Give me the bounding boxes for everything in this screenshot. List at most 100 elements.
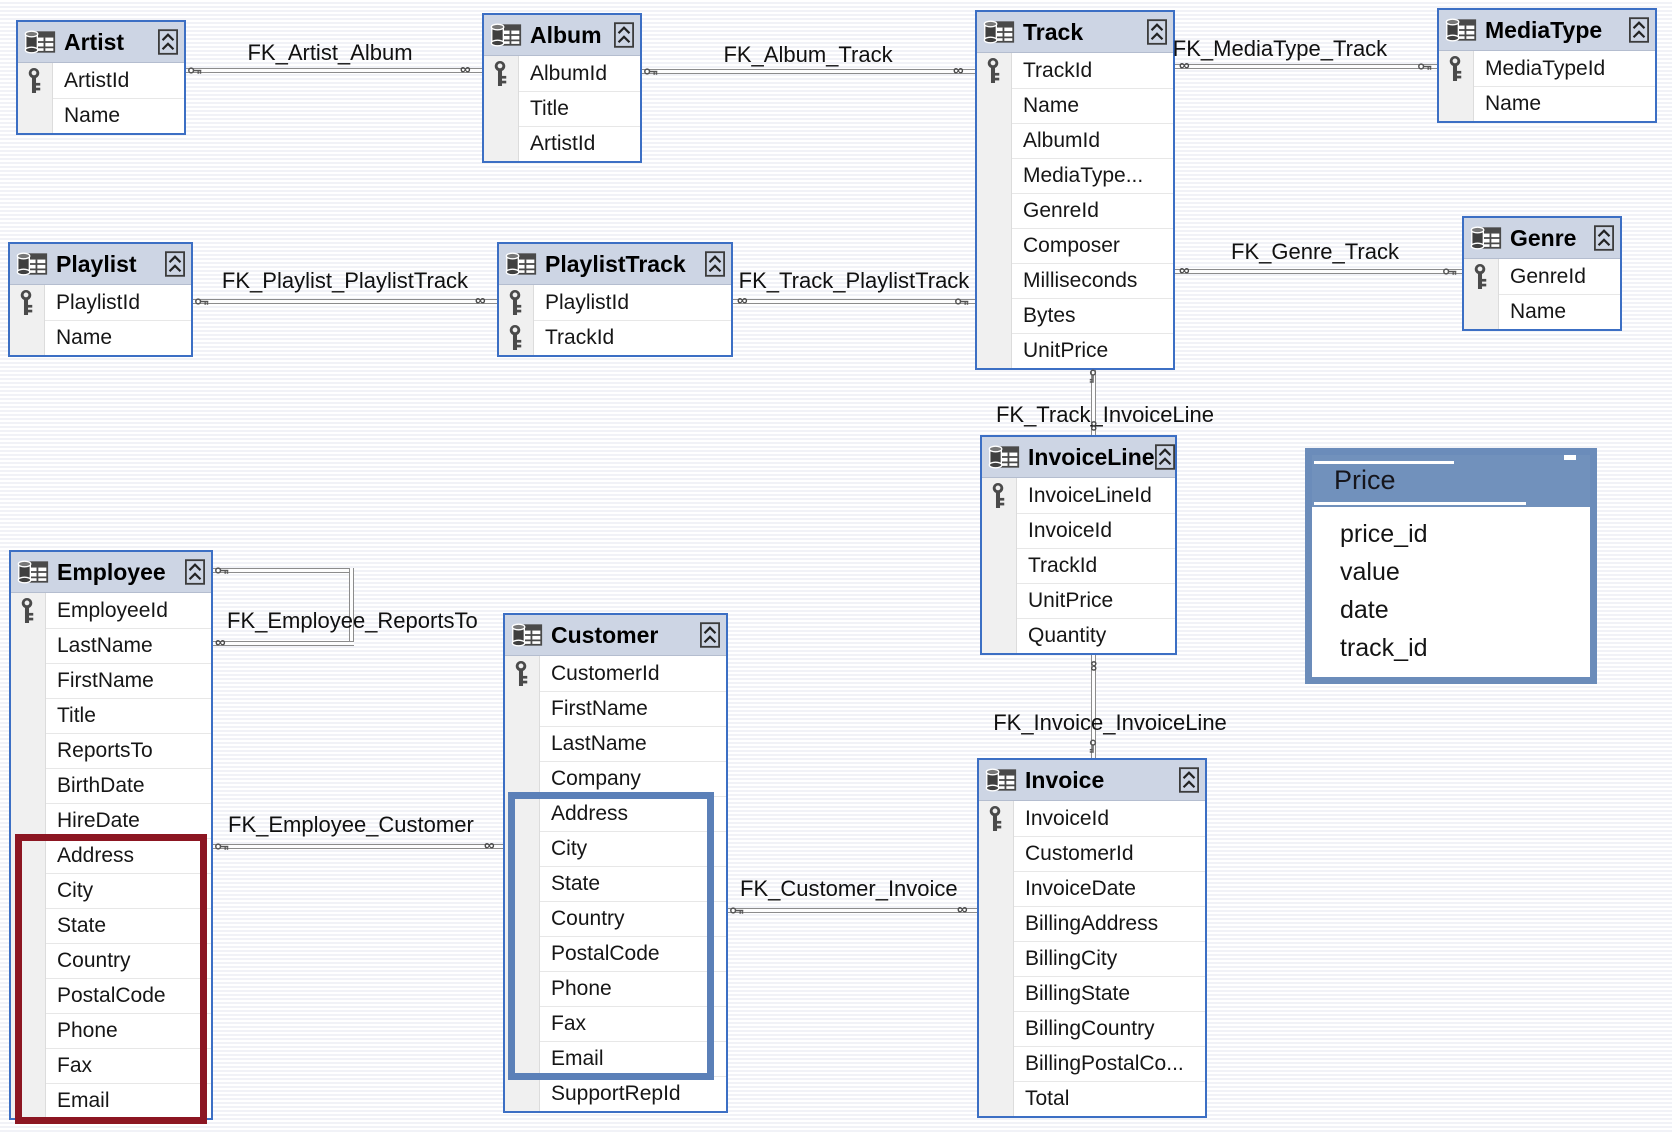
relationship-line[interactable]	[193, 299, 497, 304]
collapse-button[interactable]	[1594, 225, 1614, 251]
field-row-name[interactable]: Name	[1439, 86, 1655, 121]
relationship-line[interactable]	[349, 568, 354, 646]
relationship-line[interactable]	[1175, 64, 1437, 69]
table-header[interactable]: Customer	[505, 615, 726, 656]
relationship-label[interactable]: FK_Genre_Track	[1231, 239, 1399, 264]
field-row-playlistid[interactable]: PlaylistId	[499, 285, 731, 320]
relationship-label[interactable]: FK_Track_InvoiceLine	[995, 402, 1215, 427]
table-header[interactable]: Playlist	[10, 244, 191, 285]
field-row-state[interactable]: State	[11, 908, 211, 943]
field-row-email[interactable]: Email	[505, 1041, 726, 1076]
field-row-phone[interactable]: Phone	[505, 971, 726, 1006]
table-header[interactable]: PlaylistTrack	[499, 244, 731, 285]
field-row-genreid[interactable]: GenreId	[1464, 259, 1620, 294]
relationship-line[interactable]	[733, 299, 975, 304]
field-row-fax[interactable]: Fax	[505, 1006, 726, 1041]
field-row-city[interactable]: City	[505, 831, 726, 866]
field-row-mediatypeid[interactable]: MediaTypeId	[1439, 51, 1655, 86]
table-header[interactable]: Genre	[1464, 218, 1620, 259]
field-row-albumid[interactable]: AlbumId	[484, 56, 640, 91]
field-row-billingstate[interactable]: BillingState	[979, 976, 1205, 1011]
relationship-line[interactable]	[642, 69, 975, 74]
collapse-button[interactable]	[614, 22, 634, 48]
field-row-supportrepid[interactable]: SupportRepId	[505, 1076, 726, 1111]
relationship-line[interactable]	[1175, 269, 1462, 274]
field-row-composer[interactable]: Composer	[977, 228, 1173, 263]
relationship-label[interactable]: FK_Customer_Invoice	[740, 876, 958, 901]
relationship-line[interactable]	[1091, 370, 1096, 435]
collapse-button[interactable]	[185, 559, 205, 585]
relationship-label[interactable]: FK_Artist_Album	[247, 40, 413, 65]
table-header[interactable]: MediaType	[1439, 10, 1655, 51]
field-row-firstname[interactable]: FirstName	[11, 663, 211, 698]
field-row-trackid[interactable]: TrackId	[499, 320, 731, 355]
field-row-title[interactable]: Title	[11, 698, 211, 733]
relationship-label[interactable]: FK_Track_PlaylistTrack	[738, 268, 970, 293]
table-header[interactable]: Employee	[11, 552, 211, 593]
field-row-billingpostalco[interactable]: BillingPostalCo...	[979, 1046, 1205, 1081]
field-row-genreid[interactable]: GenreId	[977, 193, 1173, 228]
relationship-line[interactable]	[213, 568, 354, 573]
collapse-button[interactable]	[1147, 19, 1167, 45]
relationship-line[interactable]	[1091, 655, 1096, 758]
field-row-total[interactable]: Total	[979, 1081, 1205, 1116]
field-row-billingcountry[interactable]: BillingCountry	[979, 1011, 1205, 1046]
field-row-unitprice[interactable]: UnitPrice	[977, 333, 1173, 368]
field-row-invoiceid[interactable]: InvoiceId	[982, 513, 1175, 548]
relationship-line[interactable]	[213, 641, 354, 646]
field-row-trackid[interactable]: TrackId	[977, 53, 1173, 88]
field-row-name[interactable]: Name	[1464, 294, 1620, 329]
field-row-firstname[interactable]: FirstName	[505, 691, 726, 726]
field-row-birthdate[interactable]: BirthDate	[11, 768, 211, 803]
field-row-playlistid[interactable]: PlaylistId	[10, 285, 191, 320]
relationship-label[interactable]: FK_Invoice_InvoiceLine	[993, 710, 1227, 735]
field-row-country[interactable]: Country	[505, 901, 726, 936]
relationship-label[interactable]: FK_MediaType_Track	[1172, 36, 1388, 61]
field-row-city[interactable]: City	[11, 873, 211, 908]
table-header[interactable]: Album	[484, 15, 640, 56]
relationship-line[interactable]	[728, 908, 977, 913]
relationship-label[interactable]: FK_Employee_ReportsTo	[227, 608, 478, 633]
table-header[interactable]: Invoice	[979, 760, 1205, 801]
field-row-customerid[interactable]: CustomerId	[979, 836, 1205, 871]
field-row-artistid[interactable]: ArtistId	[484, 126, 640, 161]
field-row-name[interactable]: Name	[10, 320, 191, 355]
field-row-albumid[interactable]: AlbumId	[977, 123, 1173, 158]
relationship-line[interactable]	[186, 68, 482, 73]
collapse-button[interactable]	[1154, 444, 1175, 470]
relationship-line[interactable]	[213, 844, 503, 849]
field-row-billingaddress[interactable]: BillingAddress	[979, 906, 1205, 941]
collapse-button[interactable]	[1629, 17, 1649, 43]
field-row-name[interactable]: Name	[977, 88, 1173, 123]
collapse-button[interactable]	[165, 251, 185, 277]
field-row-trackid[interactable]: TrackId	[982, 548, 1175, 583]
collapse-button[interactable]	[158, 29, 178, 55]
field-row-country[interactable]: Country	[11, 943, 211, 978]
field-row-name[interactable]: Name	[18, 98, 184, 133]
table-header[interactable]: InvoiceLine	[982, 437, 1175, 478]
field-row-hiredate[interactable]: HireDate	[11, 803, 211, 838]
field-row-fax[interactable]: Fax	[11, 1048, 211, 1083]
field-row-unitprice[interactable]: UnitPrice	[982, 583, 1175, 618]
collapse-button[interactable]	[700, 622, 720, 648]
field-row-bytes[interactable]: Bytes	[977, 298, 1173, 333]
field-row-reportsto[interactable]: ReportsTo	[11, 733, 211, 768]
relationship-label[interactable]: FK_Playlist_PlaylistTrack	[221, 268, 469, 293]
field-row-mediatype[interactable]: MediaType...	[977, 158, 1173, 193]
field-row-lastname[interactable]: LastName	[505, 726, 726, 761]
field-row-billingcity[interactable]: BillingCity	[979, 941, 1205, 976]
field-row-company[interactable]: Company	[505, 761, 726, 796]
field-row-invoiceid[interactable]: InvoiceId	[979, 801, 1205, 836]
field-row-milliseconds[interactable]: Milliseconds	[977, 263, 1173, 298]
field-row-phone[interactable]: Phone	[11, 1013, 211, 1048]
field-row-employeeid[interactable]: EmployeeId	[11, 593, 211, 628]
field-row-invoicelineid[interactable]: InvoiceLineId	[982, 478, 1175, 513]
